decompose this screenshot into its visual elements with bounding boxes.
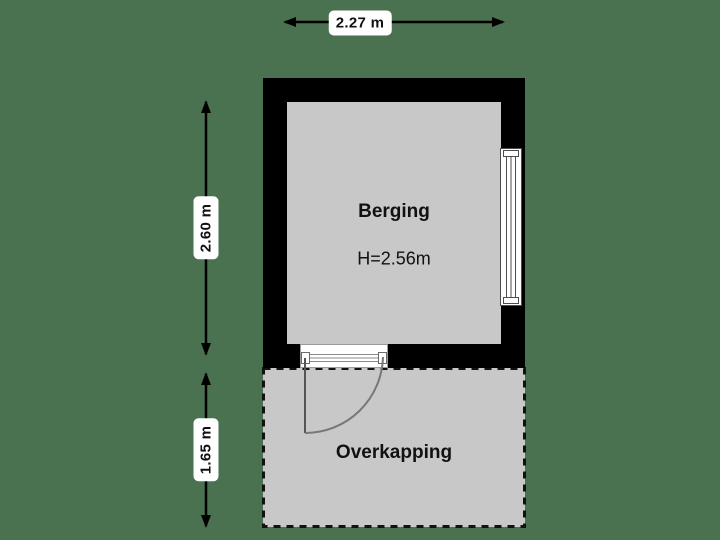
dimension-top [283,17,505,27]
room-label-overkapping: Overkapping [335,442,453,463]
window-jamb-bottom [503,297,519,304]
door-swing-arc [304,356,384,434]
door-opening-outline [300,344,388,368]
dimension-label-left-lower: 1.65 m [193,418,219,482]
room-height-berging: H=2.56m [357,248,431,269]
berging-room [263,78,525,368]
overkapping-dashed-outline [262,367,526,528]
dimension-left-lower-arrow-top [201,372,211,385]
dimension-left-upper-arrow-top [201,100,211,113]
dimension-label-top: 2.27 m [328,10,392,36]
dimension-left-lower-arrow-bottom [201,515,211,528]
door-bottom [300,344,388,434]
dimension-left-upper-arrow-bottom [201,343,211,356]
dimension-label-left-upper: 2.60 m [193,196,219,260]
window-right [500,148,522,306]
dimension-top-arrow-left [283,17,296,27]
overkapping-area [262,367,526,528]
berging-floor [287,102,501,344]
room-label-berging: Berging [358,201,430,222]
window-jamb-top [503,150,519,157]
window-frame-outline [500,148,522,306]
overkapping-floor [263,368,525,527]
dimension-top-arrow-right [492,17,505,27]
door-opening [300,344,388,368]
